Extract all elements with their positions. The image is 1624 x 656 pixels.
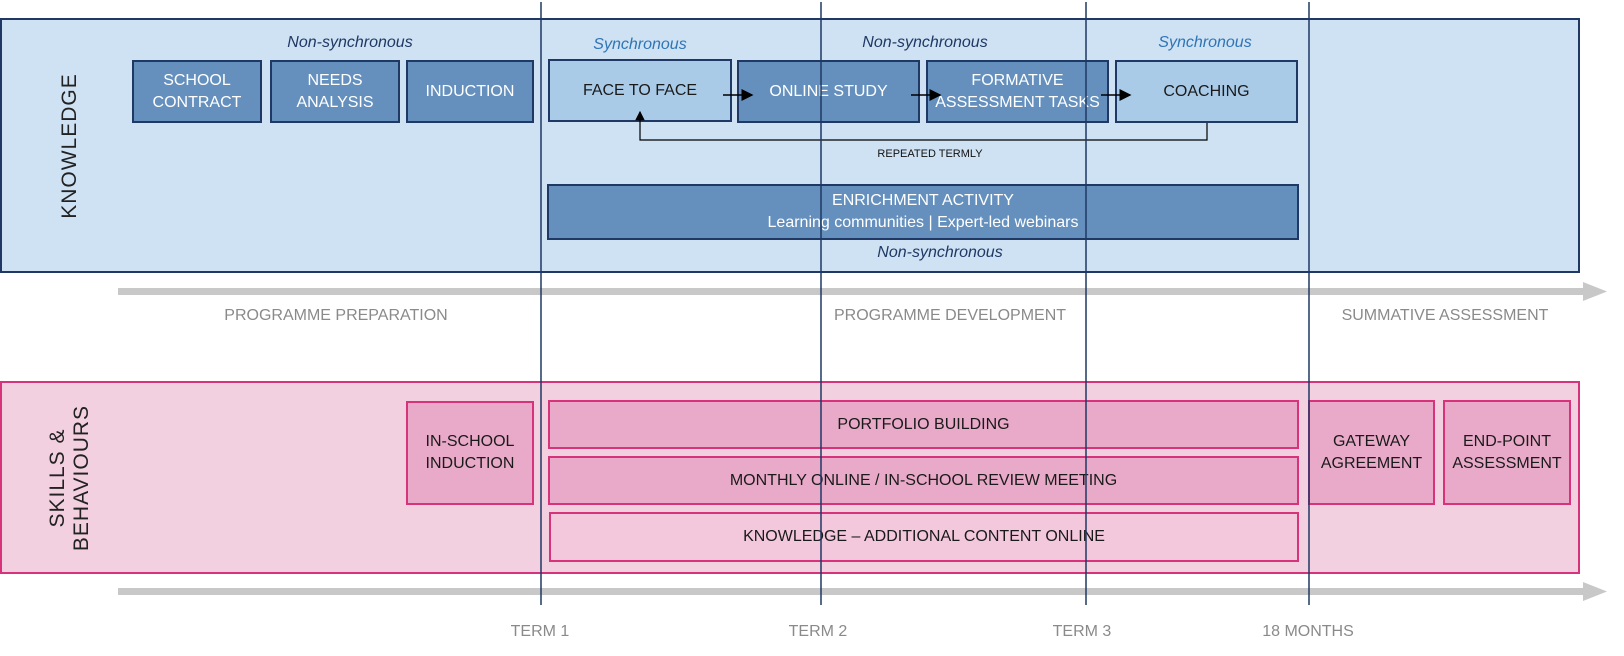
portfolio-building-box: PORTFOLIO BUILDING [548, 400, 1299, 449]
enrichment-title: ENRICHMENT ACTIVITY [832, 192, 1014, 209]
in-school-induction-box: IN-SCHOOL INDUCTION [406, 401, 534, 505]
cycle-mode-label-2: Non-synchronous [862, 34, 988, 51]
end-point-assessment-box: END-POINT ASSESSMENT [1443, 400, 1571, 505]
cycle-mode-label-1: Synchronous [593, 36, 687, 53]
cycle-mode-label-3: Synchronous [1158, 34, 1252, 51]
timeline-arrow-bottom [118, 582, 1607, 601]
needs-analysis-box: NEEDS ANALYSIS [270, 60, 400, 123]
timeline-arrow-top [118, 282, 1607, 301]
review-meeting-box: MONTHLY ONLINE / IN-SCHOOL REVIEW MEETIN… [548, 456, 1299, 505]
online-study-box: ONLINE STUDY [737, 60, 920, 123]
prep-mode-label: Non-synchronous [287, 34, 413, 51]
phase-summative: SUMMATIVE ASSESSMENT [1341, 307, 1549, 324]
phase-development: PROGRAMME DEVELOPMENT [833, 307, 1067, 324]
coaching-box: COACHING [1115, 60, 1298, 123]
eighteen-months-label: 18 MONTHS [1262, 623, 1354, 640]
gateway-agreement-box: GATEWAY AGREEMENT [1308, 400, 1435, 505]
term-2-label: TERM 2 [788, 623, 848, 640]
repeat-loop-arrow [635, 110, 1208, 141]
repeated-termly-label: REPEATED TERMLY [877, 148, 983, 160]
school-contract-box: SCHOOL CONTRACT [132, 60, 262, 123]
term-1-label: TERM 1 [510, 623, 570, 640]
phase-preparation: PROGRAMME PREPARATION [224, 307, 448, 324]
enrichment-subtitle: Learning communities | Expert-led webina… [767, 214, 1079, 231]
formative-assessment-box: FORMATIVE ASSESSMENT TASKS [926, 60, 1109, 123]
face-to-face-box: FACE TO FACE [548, 59, 732, 122]
additional-content-box: KNOWLEDGE – ADDITIONAL CONTENT ONLINE [549, 512, 1299, 562]
term-3-label: TERM 3 [1052, 623, 1112, 640]
enrichment-activity-box: ENRICHMENT ACTIVITY Learning communities… [547, 184, 1299, 240]
induction-box: INDUCTION [406, 60, 534, 123]
enrichment-mode-label: Non-synchronous [877, 244, 1003, 261]
